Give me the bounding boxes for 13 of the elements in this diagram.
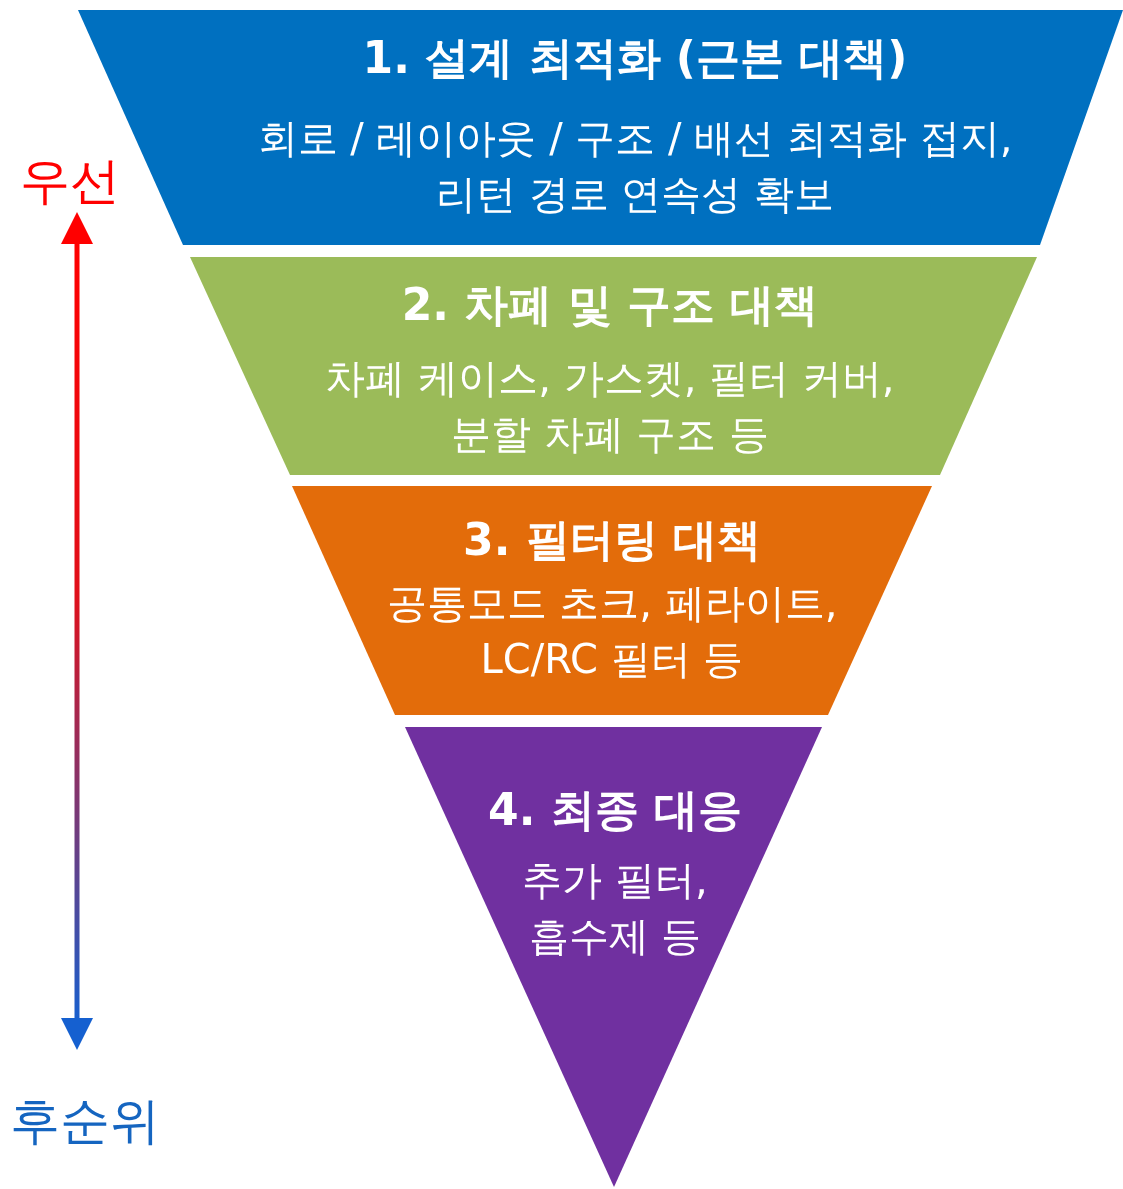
priority-label: 우선 <box>20 151 120 212</box>
funnel-band <box>292 486 932 715</box>
funnel-band <box>190 257 1037 475</box>
band-heading: 2. 차폐 및 구조 대책 <box>400 278 820 332</box>
funnel-band <box>405 727 822 1187</box>
band-heading: 4. 최종 대응 <box>487 783 743 837</box>
band-heading: 3. 필터링 대책 <box>462 513 762 567</box>
band-description: 회로 / 레이아웃 / 구조 / 배선 최적화 접지, 리턴 경로 연속성 확보 <box>256 114 1014 219</box>
band-heading: 1. 설계 최적화 (근본 대책) <box>361 31 909 85</box>
priority-label: 후순위 <box>10 1091 160 1152</box>
band-description: 공통모드 초크, 페라이트, LC/RC 필터 등 <box>385 579 839 684</box>
band-description: 차폐 케이스, 가스켓, 필터 커버, 분할 차폐 구조 등 <box>324 354 896 459</box>
band-description: 추가 필터, 흡수제 등 <box>521 856 709 961</box>
